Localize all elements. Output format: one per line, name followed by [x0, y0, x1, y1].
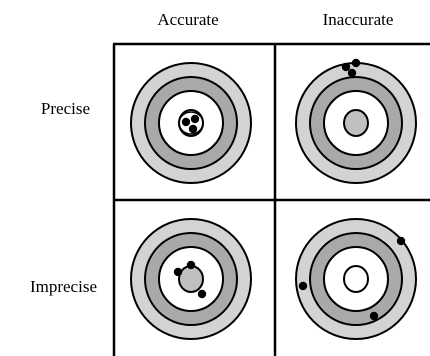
shots-accurate-precise [178, 111, 204, 135]
shots-inaccurate-precise [341, 58, 361, 78]
shot-mark [173, 267, 183, 277]
target-bullseye [178, 265, 204, 293]
target-inaccurate-imprecise [295, 218, 417, 340]
shot-mark [351, 58, 361, 68]
shots-accurate-imprecise [173, 260, 207, 299]
targets [130, 62, 417, 340]
target-bullseye [343, 265, 369, 293]
shots-inaccurate-imprecise [298, 236, 406, 321]
grid [112, 42, 430, 356]
shot-group-outline [178, 111, 204, 135]
target-inaccurate-precise [295, 62, 417, 184]
shot-mark [181, 117, 191, 127]
shot-mark [347, 68, 357, 78]
target-accurate-imprecise [130, 218, 252, 340]
shot-mark [186, 260, 196, 270]
shot-mark [190, 114, 200, 124]
shot-mark [188, 124, 198, 134]
target-bullseye [343, 109, 369, 137]
row-label-precise: Precise [41, 99, 90, 118]
row-label-imprecise: Imprecise [30, 277, 97, 296]
column-label-inaccurate: Inaccurate [323, 10, 394, 29]
shot-mark [197, 289, 207, 299]
shot-mark [298, 281, 308, 291]
shot-mark [396, 236, 406, 246]
column-label-accurate: Accurate [157, 10, 218, 29]
shot-mark [369, 311, 379, 321]
shot-mark [341, 62, 351, 72]
target-accurate-precise [130, 62, 252, 184]
